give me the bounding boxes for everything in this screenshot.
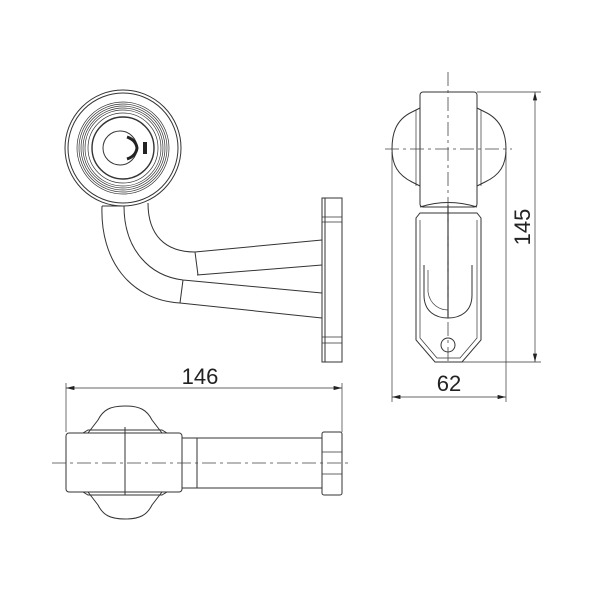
dimension-145: 145 [455,91,541,363]
front-view [64,89,343,363]
dimension-label-62: 62 [437,371,461,396]
dimension-146: 146 [65,364,343,432]
arm [101,202,323,319]
dimension-62: 62 [391,152,507,402]
dimension-label-146: 146 [182,364,219,389]
mounting-plate [321,197,343,363]
side-view [385,72,512,365]
lamp-lens [102,130,138,166]
lamp-outer-rim [64,89,182,207]
bottom-view [52,405,350,520]
dimension-label-145: 145 [510,209,535,246]
